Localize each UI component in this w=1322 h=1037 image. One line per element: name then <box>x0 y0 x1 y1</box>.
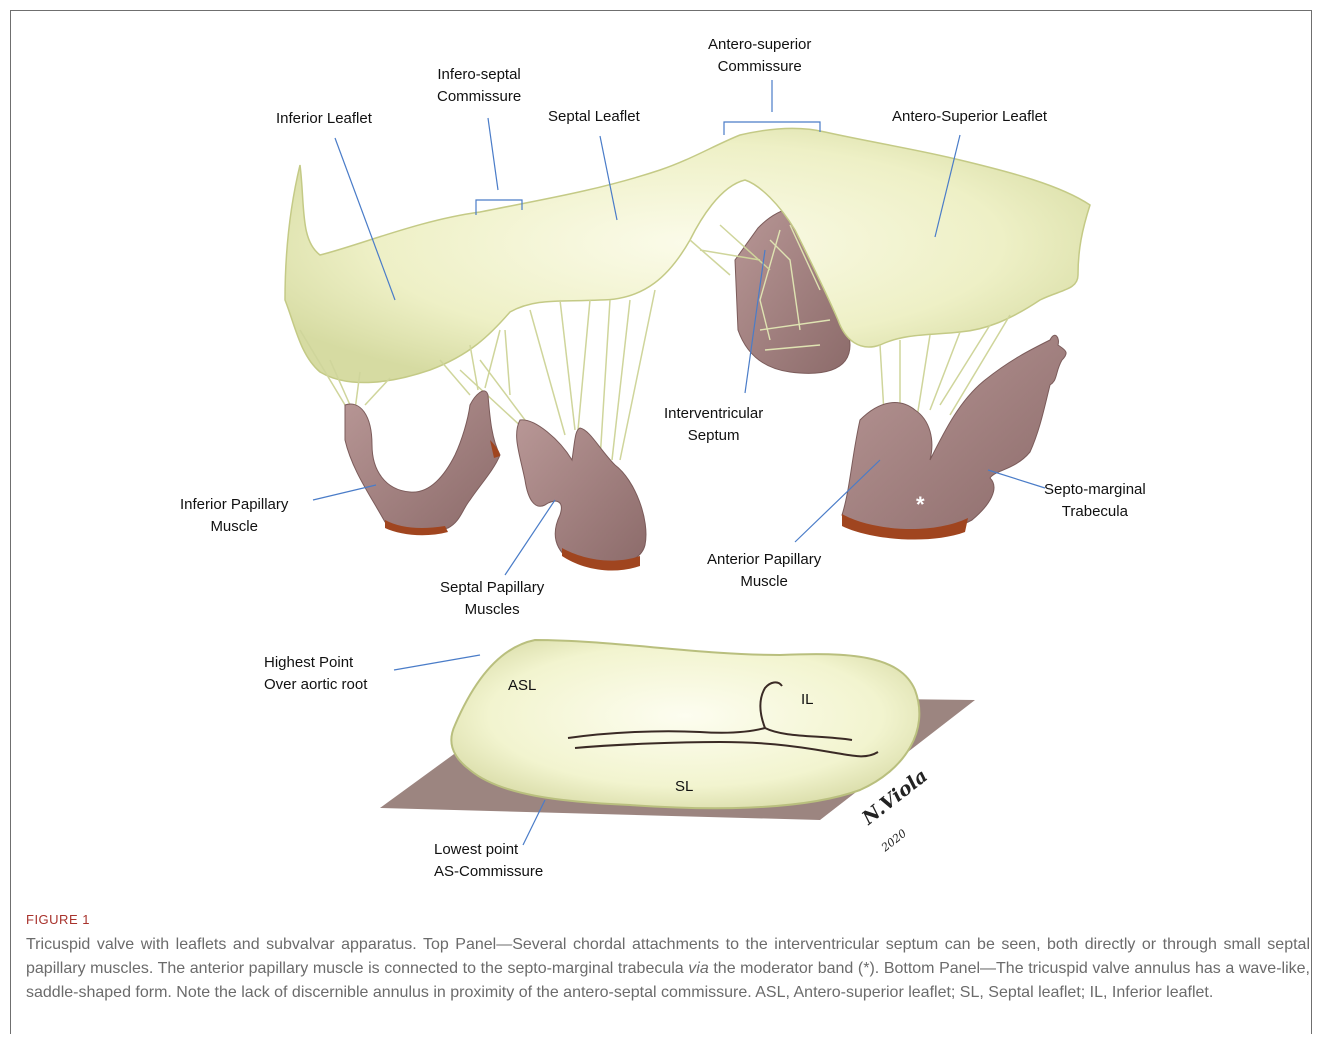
label-lowest-point-line1: Lowest point <box>434 839 543 861</box>
label-il: IL <box>801 689 814 711</box>
label-interventricular-septum: Interventricular Septum <box>664 403 763 447</box>
moderator-band-marker: * <box>916 494 925 516</box>
label-highest-point-line1: Highest Point <box>264 652 367 674</box>
septal-papillary-muscle-shape <box>517 420 646 566</box>
figure-illustration <box>0 0 1322 905</box>
label-sl: SL <box>675 776 693 798</box>
label-anterior-papillary-muscle: Anterior Papillary Muscle <box>707 549 821 593</box>
label-septo-marginal-trabecula-line2: Trabecula <box>1044 501 1146 523</box>
label-highest-point: Highest Point Over aortic root <box>264 652 367 696</box>
label-highest-point-line2: Over aortic root <box>264 674 367 696</box>
label-septo-marginal-trabecula: Septo-marginal Trabecula <box>1044 479 1146 523</box>
label-antero-superior-commissure-line1: Antero-superior <box>708 34 811 56</box>
caption-text-via: via <box>688 960 708 977</box>
label-septal-papillary-muscles-line2: Muscles <box>440 599 544 621</box>
label-lowest-point: Lowest point AS-Commissure <box>434 839 543 883</box>
label-inferior-papillary-muscle-line1: Inferior Papillary <box>180 494 288 516</box>
label-septal-leaflet: Septal Leaflet <box>548 106 640 128</box>
valve-leaflets-shape <box>285 128 1090 382</box>
label-infero-septal-commissure-line1: Infero-septal <box>437 64 521 86</box>
label-inferior-leaflet: Inferior Leaflet <box>276 108 372 130</box>
label-septal-papillary-muscles: Septal Papillary Muscles <box>440 577 544 621</box>
label-infero-septal-commissure: Infero-septal Commissure <box>437 64 521 108</box>
label-inferior-papillary-muscle-line2: Muscle <box>180 516 288 538</box>
figure-caption: FIGURE 1 Tricuspid valve with leaflets a… <box>26 912 1310 1005</box>
inferior-papillary-muscle-shape <box>345 391 500 531</box>
label-anterior-papillary-muscle-line1: Anterior Papillary <box>707 549 821 571</box>
label-antero-superior-commissure: Antero-superior Commissure <box>708 34 811 78</box>
figure-number: FIGURE 1 <box>26 912 1310 927</box>
label-interventricular-septum-line1: Interventricular <box>664 403 763 425</box>
label-infero-septal-commissure-line2: Commissure <box>437 86 521 108</box>
label-interventricular-septum-line2: Septum <box>664 425 763 447</box>
label-asl: ASL <box>508 675 536 697</box>
label-lowest-point-line2: AS-Commissure <box>434 861 543 883</box>
label-septo-marginal-trabecula-line1: Septo-marginal <box>1044 479 1146 501</box>
label-septal-papillary-muscles-line1: Septal Papillary <box>440 577 544 599</box>
label-antero-superior-commissure-line2: Commissure <box>708 56 811 78</box>
caption-text: Tricuspid valve with leaflets and subval… <box>26 933 1310 1005</box>
anterior-papillary-muscle-shape <box>842 335 1066 533</box>
label-inferior-papillary-muscle: Inferior Papillary Muscle <box>180 494 288 538</box>
label-antero-superior-leaflet: Antero-Superior Leaflet <box>892 106 1047 128</box>
label-anterior-papillary-muscle-line2: Muscle <box>707 571 821 593</box>
